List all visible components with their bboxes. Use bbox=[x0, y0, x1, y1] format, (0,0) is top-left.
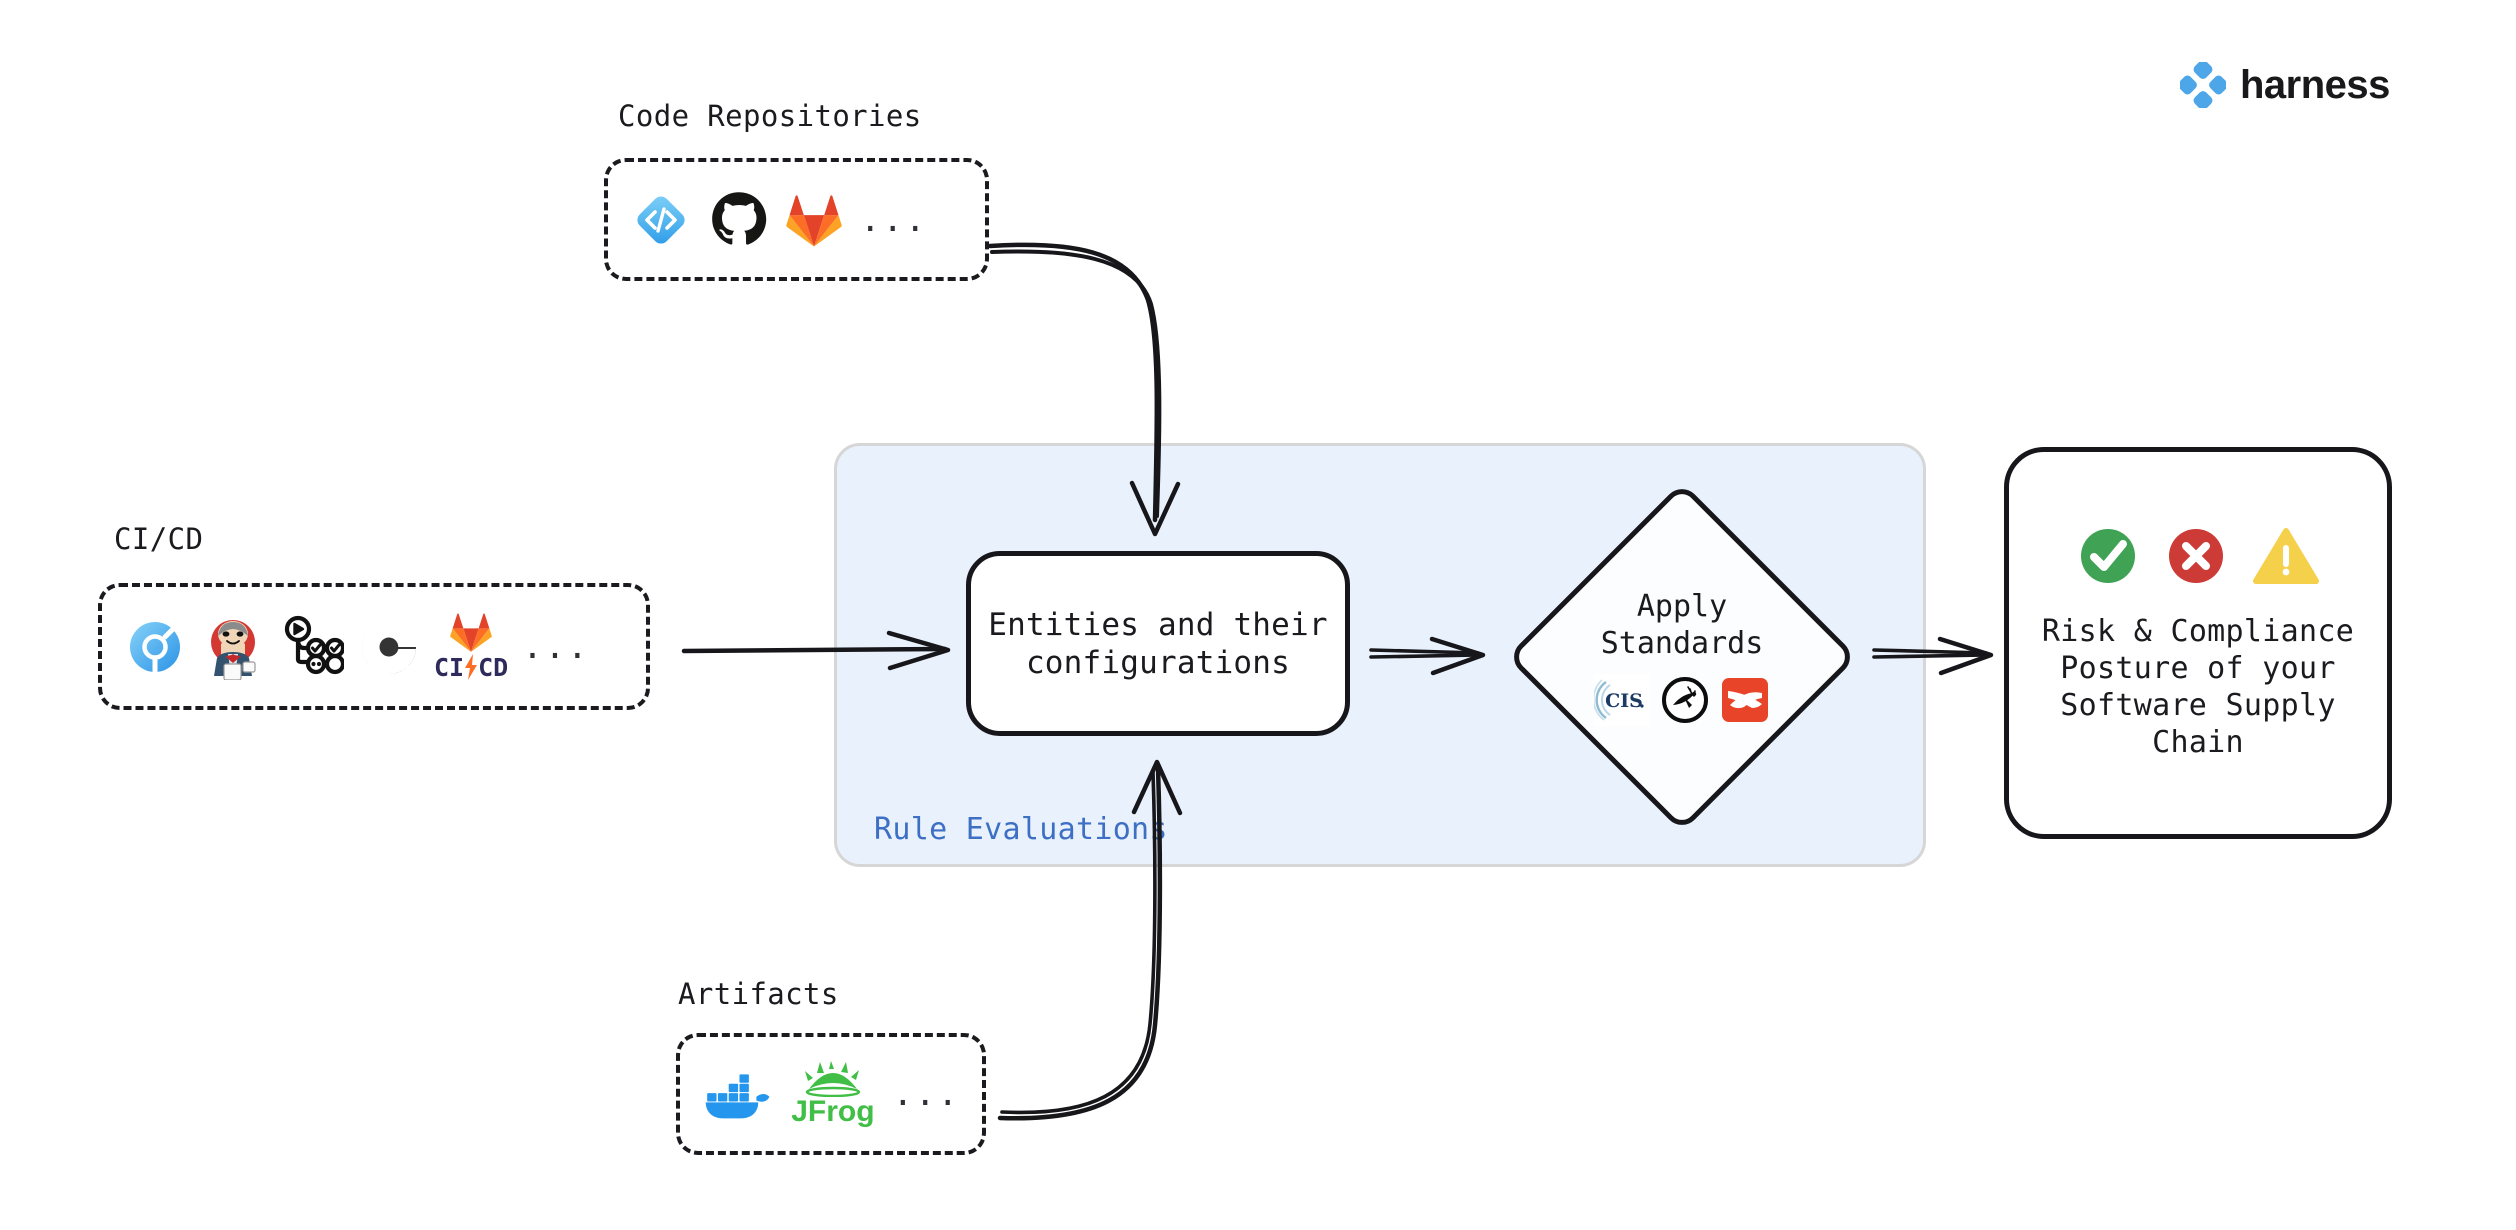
outcome-line2: Posture of your bbox=[2060, 651, 2336, 686]
artifacts-group: JFrog ... bbox=[676, 1033, 986, 1155]
artifacts-title: Artifacts bbox=[678, 977, 839, 1011]
code-repositories-title: Code Repositories bbox=[618, 99, 922, 133]
status-icon-row bbox=[2077, 525, 2319, 587]
github-icon[interactable] bbox=[710, 191, 768, 249]
slsa-icon[interactable] bbox=[1720, 675, 1770, 725]
gitlab-tanuki-icon bbox=[450, 613, 492, 652]
jfrog-splash-icon bbox=[804, 1061, 861, 1097]
outcome-box[interactable]: Risk & Compliance Posture of your Softwa… bbox=[2004, 447, 2392, 839]
warning-triangle-icon bbox=[2253, 528, 2319, 584]
gitlab-cicd-icon[interactable]: CI CD bbox=[434, 612, 508, 682]
entities-box-line2: configurations bbox=[1025, 644, 1291, 681]
gitlab-ci-text: CI bbox=[434, 652, 465, 682]
openssf-icon[interactable] bbox=[1660, 675, 1710, 725]
cis-icon[interactable]: CIS bbox=[1594, 674, 1650, 726]
ci-cd-group: CI CD ... bbox=[98, 583, 650, 710]
harness-code-icon[interactable] bbox=[630, 189, 692, 251]
outcome-line3: Software Supply bbox=[2060, 688, 2336, 723]
harness-logo: harness bbox=[2180, 62, 2390, 108]
svg-text:CIS: CIS bbox=[1605, 690, 1643, 712]
standards-logo-row: CIS bbox=[1594, 674, 1770, 726]
artifacts-more: ... bbox=[892, 1074, 960, 1114]
jenkins-icon[interactable] bbox=[200, 614, 266, 680]
entities-box-line1: Entities and their bbox=[988, 606, 1328, 643]
error-circle-icon bbox=[2169, 529, 2223, 583]
outcome-line1: Risk & Compliance bbox=[2041, 614, 2355, 649]
jfrog-wordmark: JFrog bbox=[791, 1095, 875, 1128]
gitlab-cd-text: CD bbox=[478, 652, 509, 682]
code-repositories-group: ... bbox=[604, 158, 989, 281]
github-actions-icon[interactable] bbox=[280, 615, 344, 679]
harness-diamond-logo-icon bbox=[2180, 62, 2226, 108]
harness-ci-icon[interactable] bbox=[124, 616, 186, 678]
entities-box[interactable]: Entities and their configurations bbox=[966, 551, 1350, 736]
outcome-line4: Chain bbox=[2152, 725, 2244, 760]
rule-evaluations-label: Rule Evaluations bbox=[874, 812, 1168, 847]
standards-line2: Standards bbox=[1600, 626, 1764, 661]
circleci-icon[interactable] bbox=[358, 616, 420, 678]
ci-cd-more: ... bbox=[522, 626, 590, 667]
check-circle-icon bbox=[2081, 529, 2135, 583]
standards-line1: Apply bbox=[1636, 589, 1728, 624]
ci-cd-title: CI/CD bbox=[114, 522, 204, 556]
standards-diamond[interactable]: Apply Standards CIS bbox=[1506, 481, 1858, 833]
lightning-bolt-icon bbox=[465, 654, 478, 680]
harness-wordmark: harness bbox=[2240, 62, 2390, 107]
jfrog-icon[interactable]: JFrog bbox=[791, 1061, 875, 1128]
code-repositories-more: ... bbox=[860, 199, 928, 240]
docker-icon[interactable] bbox=[702, 1064, 773, 1124]
gitlab-icon[interactable] bbox=[786, 192, 842, 248]
